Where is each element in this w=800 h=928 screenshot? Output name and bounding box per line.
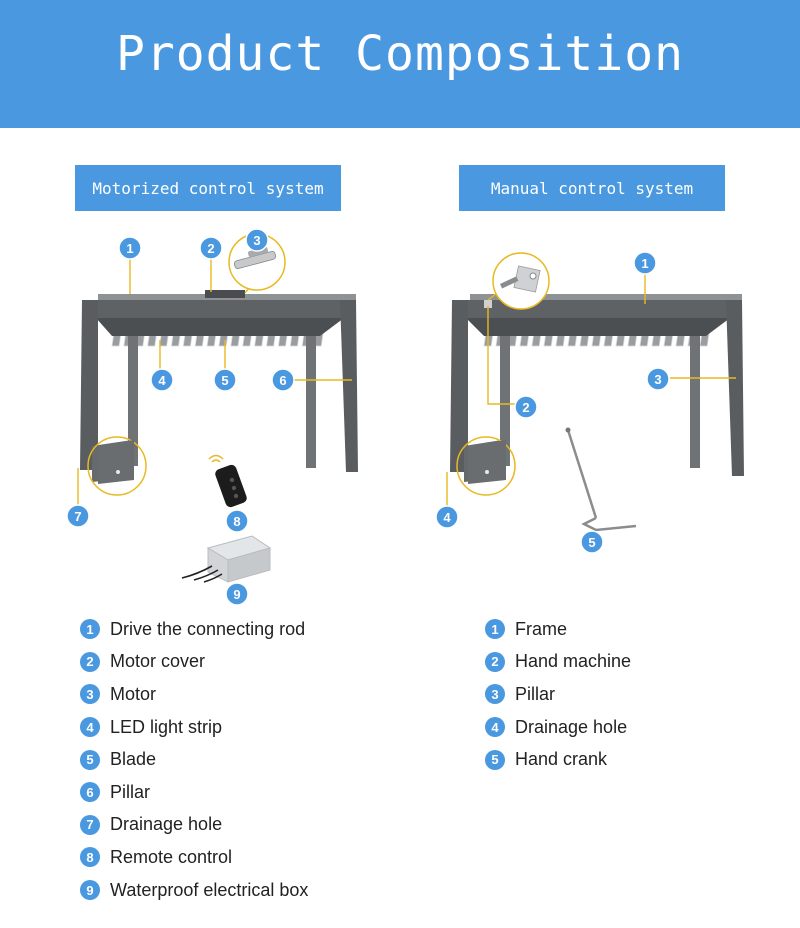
legend-badge: 4: [485, 717, 505, 738]
legend-item: 8 Remote control: [80, 841, 308, 874]
callout-7: 7: [74, 509, 81, 524]
legend-badge: 3: [485, 684, 505, 705]
legend-item: 2 Hand machine: [485, 646, 631, 679]
manual-back-pillar-left: [500, 318, 510, 466]
legend-badge: 7: [80, 814, 100, 835]
hand-crank-illustration: [565, 427, 637, 532]
manual-back-pillar-right: [690, 318, 700, 468]
legend-badge: 2: [485, 651, 505, 672]
callout-1: 1: [126, 241, 133, 256]
motorized-back-pillar-right: [306, 318, 316, 468]
legend-label: Hand machine: [515, 651, 632, 672]
legend-badge: 2: [80, 651, 100, 672]
manual-beam-underside: [466, 318, 730, 336]
legend-item: 3 Motor: [80, 678, 308, 711]
legend-label: Waterproof electrical box: [110, 879, 309, 900]
legend-label: Drainage hole: [515, 716, 628, 737]
legend-label: Remote control: [110, 846, 233, 867]
motor-detail: [228, 233, 286, 291]
legend-item: 6 Pillar: [80, 776, 308, 809]
legend-item: 9 Waterproof electrical box: [80, 874, 308, 907]
callout-4: 4: [158, 373, 166, 388]
legend-item: 3 Pillar: [485, 678, 631, 711]
product-diagram: 1 2 3 4 5 6 7 8 9: [66, 228, 744, 606]
legend-item: 4 LED light strip: [80, 711, 308, 744]
legend-label: Drive the connecting rod: [110, 618, 306, 639]
motorized-pergola: 1 2 3 4 5 6 7 8 9: [66, 228, 358, 606]
manual-legend: 1 Frame 2 Hand machine 3 Pillar 4 Drainage h…: [485, 613, 631, 776]
manual-callout-2: 2: [522, 400, 529, 415]
remote-control-illustration: [208, 454, 247, 508]
page-title: Product Composition: [115, 26, 685, 82]
hand-machine-mount: [484, 300, 492, 308]
legend-item: 1 Frame: [485, 613, 631, 646]
manual-callout-numbers: 1 2 3 4 5: [435, 251, 670, 554]
legend-badge: 3: [80, 684, 100, 705]
legend-badge: 5: [485, 749, 505, 770]
hand-machine-detail: [492, 252, 550, 310]
legend-badge: 9: [80, 880, 100, 901]
legend-label: Pillar: [110, 781, 151, 802]
legend-item: 7 Drainage hole: [80, 809, 308, 842]
manual-pergola: 1 2 3 4 5: [435, 251, 744, 554]
legend-label: Hand crank: [515, 749, 608, 770]
manual-drainage-detail: [456, 436, 516, 496]
legend-label: Frame: [515, 618, 568, 639]
manual-front-pillar-left: [450, 300, 468, 472]
manual-front-beam: [452, 300, 742, 318]
callout-6: 6: [279, 373, 286, 388]
callout-8: 8: [233, 514, 240, 529]
motorized-front-pillar-left: [80, 300, 98, 470]
motorized-back-pillar-left: [128, 318, 138, 466]
motorized-front-pillar-right: [340, 300, 358, 472]
legend-item: 2 Motor cover: [80, 646, 308, 679]
legend-label: Pillar: [515, 683, 556, 704]
legend-label: Drainage hole: [110, 814, 223, 835]
electrical-box-illustration: [181, 535, 272, 583]
manual-callout-4: 4: [443, 510, 451, 525]
manual-callout-5: 5: [588, 535, 595, 550]
legend-badge: 8: [80, 847, 100, 868]
legend-item: 1 Drive the connecting rod: [80, 613, 308, 646]
legend-badge: 4: [80, 717, 100, 738]
legend-badge: 5: [80, 749, 100, 770]
manual-callout-3: 3: [654, 372, 661, 387]
legend-label: Blade: [110, 749, 157, 770]
legend-item: 5 Hand crank: [485, 743, 631, 776]
callout-3: 3: [253, 233, 260, 248]
header-banner: Product Composition: [0, 0, 800, 128]
callout-5: 5: [221, 373, 228, 388]
legend-badge: 6: [80, 782, 100, 803]
legend-item: 5 Blade: [80, 743, 308, 776]
legend-label: Motor cover: [110, 651, 206, 672]
motorized-front-beam: [82, 300, 356, 318]
legend-badge: 1: [485, 619, 505, 640]
motor-cover: [205, 290, 245, 298]
section-label-motorized: Motorized control system: [75, 165, 341, 211]
legend-label: LED light strip: [110, 716, 223, 737]
section-label-manual: Manual control system: [459, 165, 725, 211]
callout-9: 9: [233, 587, 240, 602]
manual-callout-1: 1: [641, 256, 648, 271]
legend-label: Motor: [110, 683, 157, 704]
motorized-callout-numbers: 1 2 3 4 5 6 7 8 9: [66, 228, 295, 606]
callout-2: 2: [207, 241, 214, 256]
motorized-drainage-detail: [87, 436, 147, 496]
manual-front-pillar-right: [726, 300, 744, 476]
motorized-legend: 1 Drive the connecting rod 2 Motor cover 3…: [80, 613, 308, 906]
legend-badge: 1: [80, 619, 100, 640]
legend-item: 4 Drainage hole: [485, 711, 631, 744]
motorized-beam-underside: [96, 318, 344, 336]
